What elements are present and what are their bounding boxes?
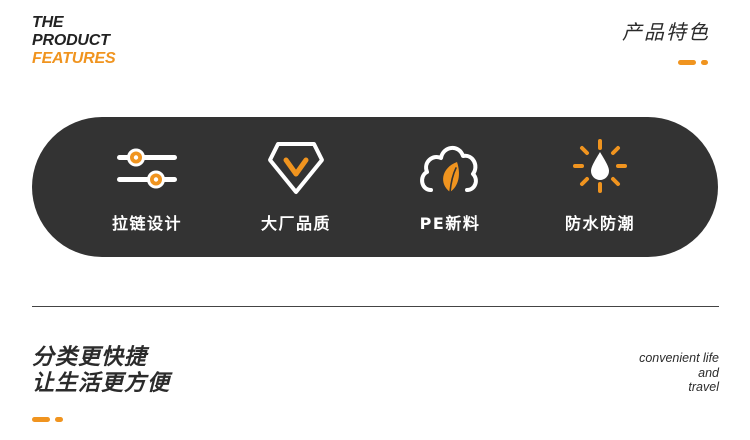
feature-item-material: PE新料: [385, 138, 515, 238]
feature-item-waterproof: 防水防潮: [535, 138, 665, 238]
slogan-accent-dash-long: [32, 417, 50, 422]
slogan-block: 分类更快捷 让生活更方便: [32, 345, 170, 397]
feature-label-material: PE新料: [419, 214, 481, 233]
heading-word-the: THE: [32, 14, 64, 31]
slogan-line-2: 让生活更方便: [32, 371, 171, 396]
slogan-line-1: 分类更快捷: [32, 345, 148, 370]
feature-label-waterproof: 防水防潮: [564, 214, 635, 233]
feature-label-zipper: 拉链设计: [111, 214, 182, 233]
heading-word-features: FEATURES: [32, 50, 116, 67]
sun-water-drop-icon: [573, 139, 627, 193]
tagline-line-2: and: [698, 365, 719, 380]
diamond-check-icon: [268, 142, 324, 194]
feature-item-zipper: 拉链设计: [82, 138, 212, 238]
section-title-chinese: 产品特色: [622, 20, 710, 44]
heading-word-product: PRODUCT: [32, 32, 110, 49]
feature-item-quality: 大厂品质: [231, 138, 361, 238]
title-accent-dash-long: [678, 60, 696, 65]
slider-adjust-icon: [117, 148, 177, 189]
title-accent-dash-short: [701, 60, 708, 65]
section-divider: [32, 306, 719, 307]
tagline-line-1: convenient life: [639, 351, 719, 365]
cloud-leaf-icon: [420, 146, 478, 193]
feature-label-quality: 大厂品质: [260, 214, 331, 233]
section-heading-english: THE PRODUCT FEATURES: [32, 14, 116, 68]
features-panel: [32, 117, 718, 257]
slogan-accent-dash-short: [55, 417, 63, 422]
tagline-block: convenient life and travel: [639, 351, 719, 395]
tagline-line-3: travel: [688, 380, 719, 394]
